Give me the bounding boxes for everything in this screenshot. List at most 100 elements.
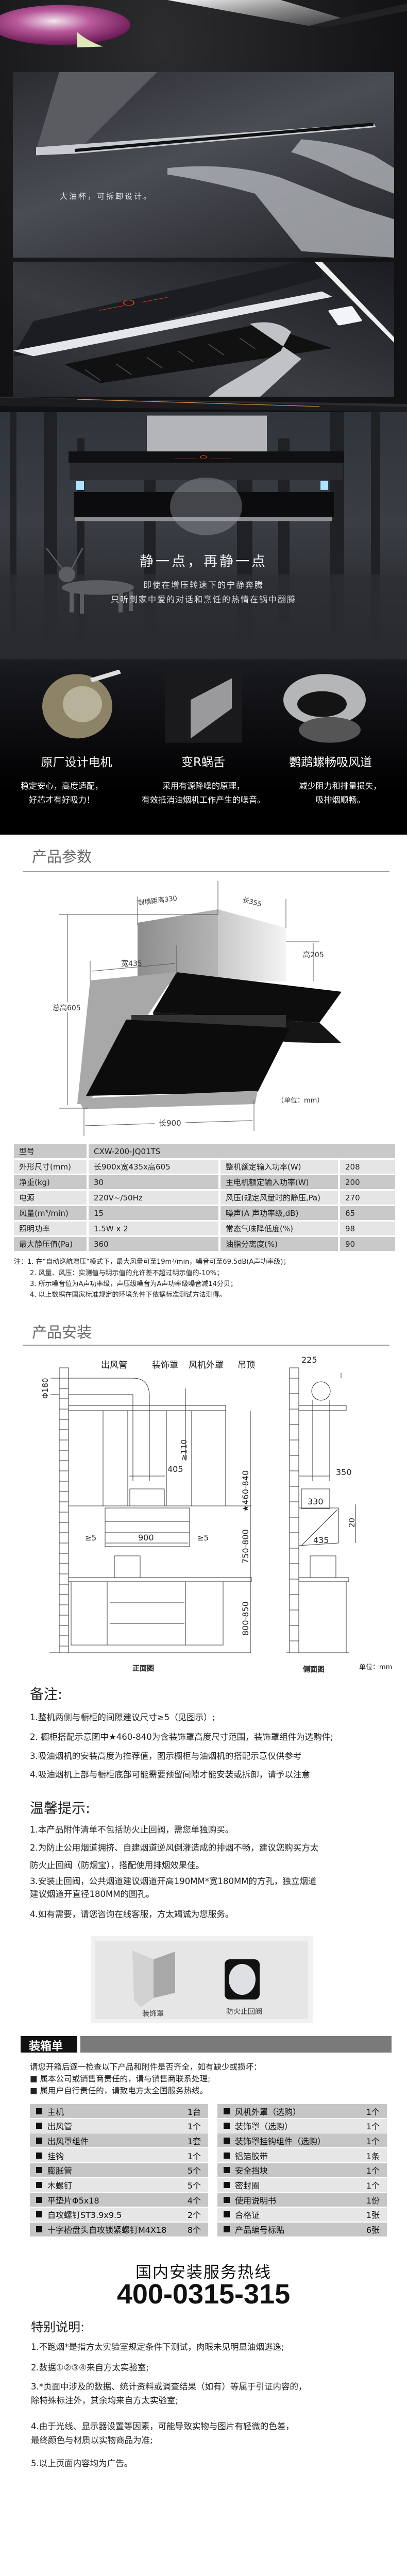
packing-item-name: 木螺钉 [47, 2181, 73, 2191]
dim-label: 宽435 [121, 959, 142, 968]
label-fan-cover: 风机外罩 [189, 1360, 224, 1370]
packing-item-name: 产品编号标贴 [235, 2225, 285, 2235]
spec-cell: 外形尺寸(mm) [14, 1160, 87, 1174]
glossy-divider-band [0, 397, 407, 412]
packing-title-bar [80, 2036, 392, 2053]
packing-item-qty: 8个 [187, 2225, 201, 2235]
cabbage-image [0, 5, 130, 45]
filter-image [13, 262, 394, 397]
special-item: 3.*页面中涉及的数据、统计资料或调查结果（如有）等属于引证内容的， [31, 2382, 307, 2392]
dim-label: 900 [138, 1533, 154, 1543]
volute-tongue-image [165, 670, 242, 743]
packing-item-name: 挂钩 [47, 2151, 64, 2161]
spec-cell: 208 [340, 1160, 395, 1174]
remarks-section: 备注: 1.整机两侧与橱柜的间隙建议尺寸≥5（见图示）; 2. 橱柜搭配示意图中… [0, 1677, 407, 2030]
packing-item: 装饰罩（选购）1个 [217, 2119, 387, 2133]
hotline-title: 国内安装服务热线 [135, 2263, 272, 2282]
dim-label: 长355 [242, 896, 262, 908]
filter-panel [13, 262, 394, 397]
packing-item-name: 风机外罩（选购） [235, 2107, 301, 2117]
product-hood-image [69, 415, 344, 535]
dim-label: Φ180 [41, 1378, 50, 1399]
spec-cell: 油脂分离度(%) [221, 1237, 338, 1251]
dim-label: ≥5 [197, 1533, 209, 1543]
packing-item-name: 主机 [47, 2107, 64, 2117]
packing-item-qty: 6张 [366, 2225, 380, 2235]
remark-item: 4.吸油烟机上部与橱柜底部可能需要预留间隙才能安装或拆卸，请予以注意 [30, 1770, 310, 1780]
features-section: 原厂设计电机 变R蜗舌 鹦鹉螺畅吸风道 稳定安心，高度适配，好芯才有好吸力！ 采… [0, 659, 407, 835]
spec-cell: 常态气味降低度(%) [221, 1222, 338, 1235]
packing-item-qty: 1条 [366, 2151, 380, 2161]
dim-label: 405 [167, 1464, 183, 1474]
packing-item-qty: 1个 [187, 2151, 201, 2161]
label-cover: 装饰罩 [152, 1360, 178, 1370]
packing-intro: ■ 属本公司或销售商责任的，请与销售商联系处理; [30, 2074, 211, 2083]
label-duct: 出风管 [101, 1360, 127, 1370]
packing-item: 产品编号标贴 6张 [217, 2222, 387, 2236]
packing-item-name: 出风罩组件 [47, 2136, 89, 2146]
bullet-square-icon [224, 2123, 230, 2129]
accessory-label: 装饰罩 [142, 2010, 164, 2018]
spec-note: 4. 以上数据在国家标准规定的环境条件下依据标准测试方法测得。 [30, 1291, 226, 1299]
bullet-square-icon [224, 2108, 230, 2114]
bullet-square-icon [36, 2211, 42, 2218]
spec-cell: 长900x宽435x高605 [89, 1160, 218, 1174]
remark-item: 1.整机两侧与橱柜的间隙建议尺寸≥5（见图示）; [30, 1713, 215, 1722]
spec-cell: 净重(kg) [14, 1175, 87, 1189]
special-item: 最终颜色与材质以实物商品为准; [31, 2435, 153, 2445]
packing-item: 自攻螺钉ST3.9x9.5 2个 [30, 2207, 208, 2222]
hood-edge-image [167, 0, 341, 26]
packing-item: 平垫片Φ5x18 4个 [30, 2193, 208, 2207]
special-item: 2.数据①②③④来自方太实验室; [31, 2363, 149, 2372]
packing-item-name: 膨胀管 [47, 2166, 73, 2176]
feature-title: 原厂设计电机 [41, 756, 112, 769]
packing-item-qty: 2个 [187, 2210, 201, 2221]
special-item: 4.由于光线、显示器设置等因素，可能导致实物与图片有轻微的色差， [31, 2421, 294, 2431]
tips-title: 温馨提示: [30, 1801, 91, 1817]
tip-item: 3.安装止回阀，公共烟道建议烟道开高190MM*宽180MM的方孔，独立烟道 [30, 1876, 317, 1886]
bullet-square-icon [36, 2152, 42, 2159]
params-section: 产品参数 到墙距离330 长355 高205 宽43 [0, 835, 407, 1306]
divider [23, 1345, 389, 1346]
packing-item-name: 自攻螺钉ST3.9x9.5 [47, 2210, 122, 2221]
dim-label: 750-800 [241, 1529, 250, 1564]
feature-title: 变R蜗舌 [181, 756, 225, 769]
bullet-square-icon [224, 2152, 230, 2159]
quiet-headline: 静一点，再静一点 [140, 554, 267, 570]
packing-item-qty: 1个 [366, 2122, 380, 2132]
spec-cell: 噪声(A 声功率级,dB) [221, 1206, 338, 1220]
spec-cell: 照明功率 [14, 1222, 87, 1235]
dim-label: 225 [301, 1355, 317, 1365]
decor-cover-image [132, 1951, 260, 2007]
remarks-title: 备注: [30, 1687, 63, 1703]
spec-cell: 30 [89, 1175, 218, 1189]
packing-item-qty: 1台 [187, 2107, 201, 2117]
packing-item-name: 合格证 [235, 2210, 260, 2221]
special-item: 1.不跑烟*是指方太实验室规定条件下测试，肉眼未见明显油烟逃逸; [31, 2342, 284, 2352]
params-title: 产品参数 [32, 848, 92, 866]
install-title: 产品安装 [32, 1324, 92, 1341]
oil-cup-caption: 大油杯，可拆卸设计。 [60, 192, 153, 201]
spec-cell: 风量(m³/min) [14, 1206, 87, 1220]
dim-label: 435 [313, 1535, 329, 1545]
front-view-label: 正面图 [132, 1665, 154, 1673]
dim-label: 20 [347, 1518, 357, 1528]
bullet-square-icon [224, 2137, 230, 2144]
dim-label: ★460-840 [241, 1470, 250, 1512]
dim-label: 高205 [303, 951, 324, 959]
bullet-square-icon [224, 2211, 230, 2218]
packing-item-qty: 4个 [187, 2195, 201, 2206]
install-section: 产品安装 [0, 1306, 407, 1677]
accessory-images: 装饰罩 防火止回阀 [91, 1936, 313, 2023]
spec-cell: 最大静压值(Pa) [14, 1237, 87, 1251]
packing-item-qty: 1个 [187, 2122, 201, 2132]
packing-item-name: 平垫片Φ5x18 [47, 2195, 99, 2206]
spec-cell: 风压(规定风量时的静压,Pa) [221, 1191, 338, 1205]
dim-label: 到墙距离330 [138, 894, 178, 907]
